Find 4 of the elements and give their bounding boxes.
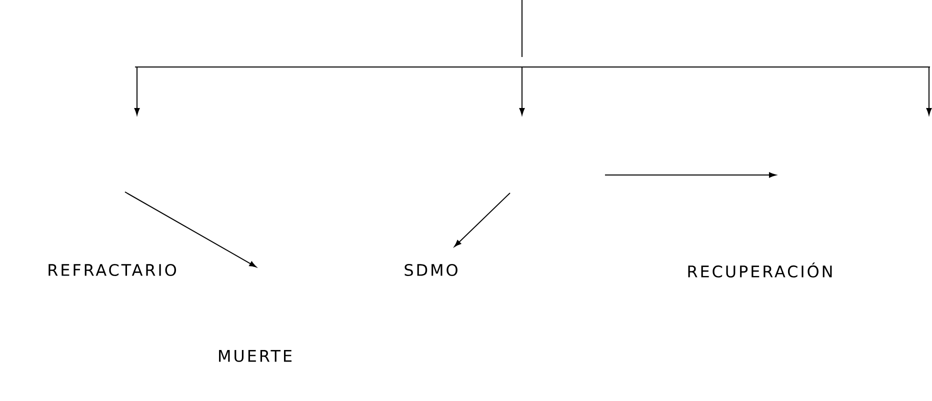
label-text: MUERTE (219, 350, 292, 362)
label-text: SDMO (404, 264, 458, 276)
label-text: REFRACTARIO (48, 264, 176, 276)
label-text: RECUPERACIÓN (688, 262, 832, 278)
